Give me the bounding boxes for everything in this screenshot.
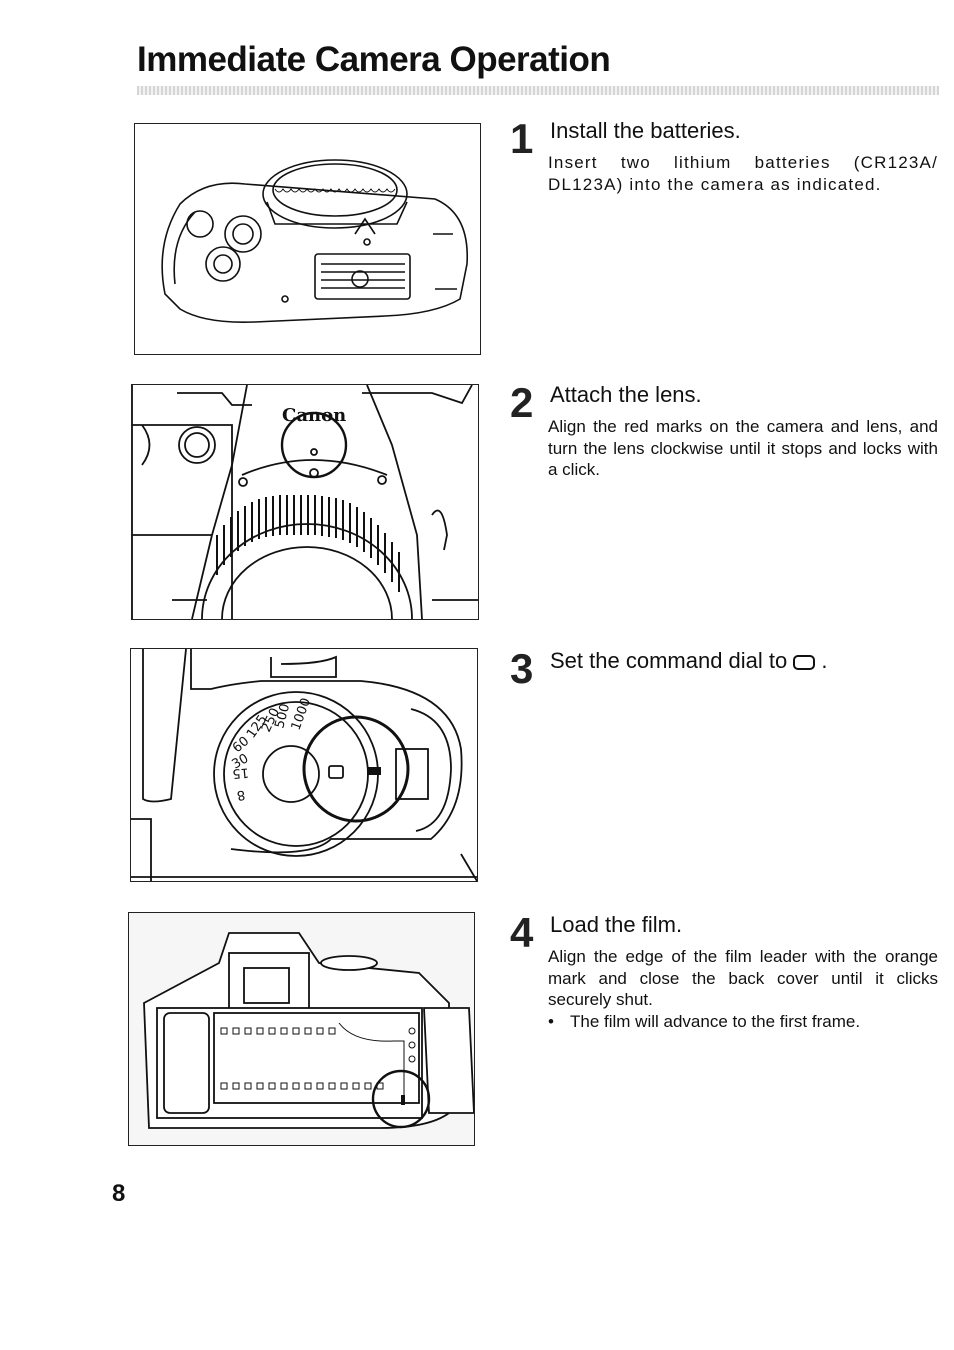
step-number: 4 bbox=[510, 909, 534, 956]
command-dial-illustration: 1000 500 250 125 60 30 15 8 bbox=[130, 648, 478, 882]
step-number: 1 bbox=[510, 115, 534, 162]
step-heading: Install the batteries. bbox=[550, 118, 741, 143]
dial-value-500: 500 bbox=[272, 702, 293, 730]
bullet-text: The film will advance to the first frame… bbox=[570, 1012, 861, 1031]
step-number: 2 bbox=[510, 379, 534, 426]
lens-brand-label: Canon bbox=[282, 405, 346, 426]
step-heading-suffix: . bbox=[821, 648, 828, 673]
title-rule bbox=[137, 86, 939, 95]
battery-illustration bbox=[134, 123, 481, 355]
step-2: 2 Attach the lens. Align the red marks o… bbox=[510, 382, 938, 492]
page-number: 8 bbox=[112, 1180, 126, 1207]
bullet-icon: • bbox=[548, 1012, 554, 1031]
step-4: 4 Load the film. Align the edge of the f… bbox=[510, 912, 938, 1042]
lens-mount-drawing: Canon bbox=[132, 385, 478, 619]
page-title: Immediate Camera Operation bbox=[137, 40, 611, 79]
dial-value-8: 8 bbox=[236, 786, 247, 802]
step-body: Align the edge of the film leader with t… bbox=[548, 947, 938, 1009]
step-heading: Load the film. bbox=[550, 912, 683, 937]
lens-attach-illustration: Canon bbox=[131, 384, 479, 620]
step-1: 1 Install the batteries. Insert two lith… bbox=[510, 118, 938, 208]
step-body: Insert two lithium batteries (CR123A/ DL… bbox=[548, 153, 938, 194]
camera-back-drawing bbox=[129, 913, 474, 1145]
step-body: Align the red marks on the camera and le… bbox=[548, 417, 938, 479]
dial-value-15: 15 bbox=[232, 764, 250, 780]
step-heading: Set the command dial to bbox=[550, 648, 788, 673]
step-3: 3 Set the command dial to . bbox=[510, 648, 938, 698]
step-heading-line: Set the command dial to . bbox=[550, 648, 828, 674]
step-bullet: • The film will advance to the first fram… bbox=[548, 1012, 860, 1032]
step-number: 3 bbox=[510, 645, 534, 692]
step-heading: Attach the lens. bbox=[550, 382, 702, 407]
camera-bottom-drawing bbox=[161, 159, 469, 324]
film-loading-illustration bbox=[128, 912, 475, 1146]
dial-value-30: 30 bbox=[230, 751, 252, 772]
command-dial-drawing: 1000 500 250 125 60 30 15 8 bbox=[131, 649, 477, 881]
full-auto-mode-icon bbox=[793, 655, 816, 670]
